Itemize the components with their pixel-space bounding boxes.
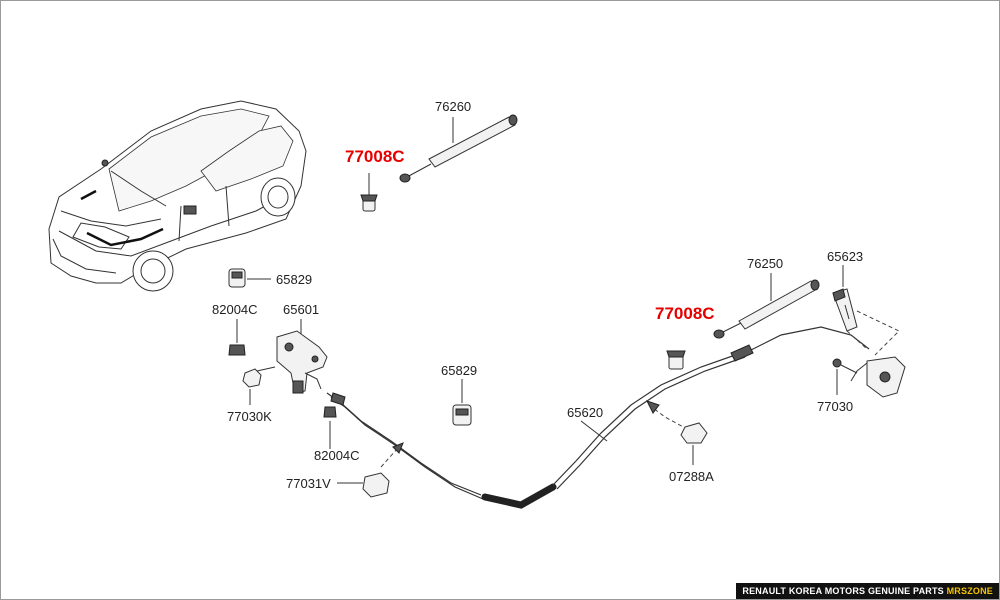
hood-lock-65601 [276,319,328,394]
car-illustration [48,100,307,292]
label-82004c-left: 82004C [212,302,258,317]
gas-strut-76260 [399,114,518,183]
bolt-77030k [242,366,276,405]
label-65829-mid: 65829 [441,363,477,378]
label-65620: 65620 [567,405,603,420]
label-77031v: 77031V [286,476,331,491]
leader-dashed-handle [856,310,900,356]
footer-text: RENAULT KOREA MOTORS GENUINE PARTS [742,586,947,596]
label-77008c-right: 77008C [655,304,715,323]
ball-stud-77008c-right [666,350,686,370]
label-76250: 76250 [747,256,783,271]
label-76260: 76260 [435,99,471,114]
label-65623: 65623 [827,249,863,264]
nut-82004c-mid [323,406,337,449]
grommet-07288a [680,422,708,465]
label-77030: 77030 [817,399,853,414]
leader-dashed-right [648,404,688,430]
label-82004c-mid: 82004C [314,448,360,463]
label-07288a: 07288A [669,469,714,484]
arrow-left [392,442,404,454]
bumper-65829-left [228,268,271,288]
label-77030k: 77030K [227,409,272,424]
arrow-right [646,400,660,414]
handle-65623 [832,265,858,332]
label-65601: 65601 [283,302,319,317]
nut-82004c-left [228,319,246,356]
footer-brand-bar: RENAULT KOREA MOTORS GENUINE PARTS MRSZO… [736,583,999,599]
ball-stud-77008c-top [360,173,378,212]
label-65829-left: 65829 [276,272,312,287]
gas-strut-76250 [713,273,820,339]
bumper-65829-mid [452,379,472,426]
footer-brand: MRSZONE [946,586,993,596]
label-77008c-top: 77008C [345,147,405,166]
release-lever-mechanism [850,356,906,398]
release-cable-65620 [326,326,870,509]
leader-dashed-left [380,448,398,468]
screw-77030 [832,358,858,395]
clip-77031v [337,472,390,498]
leader-dashed-handle-2 [846,330,868,350]
